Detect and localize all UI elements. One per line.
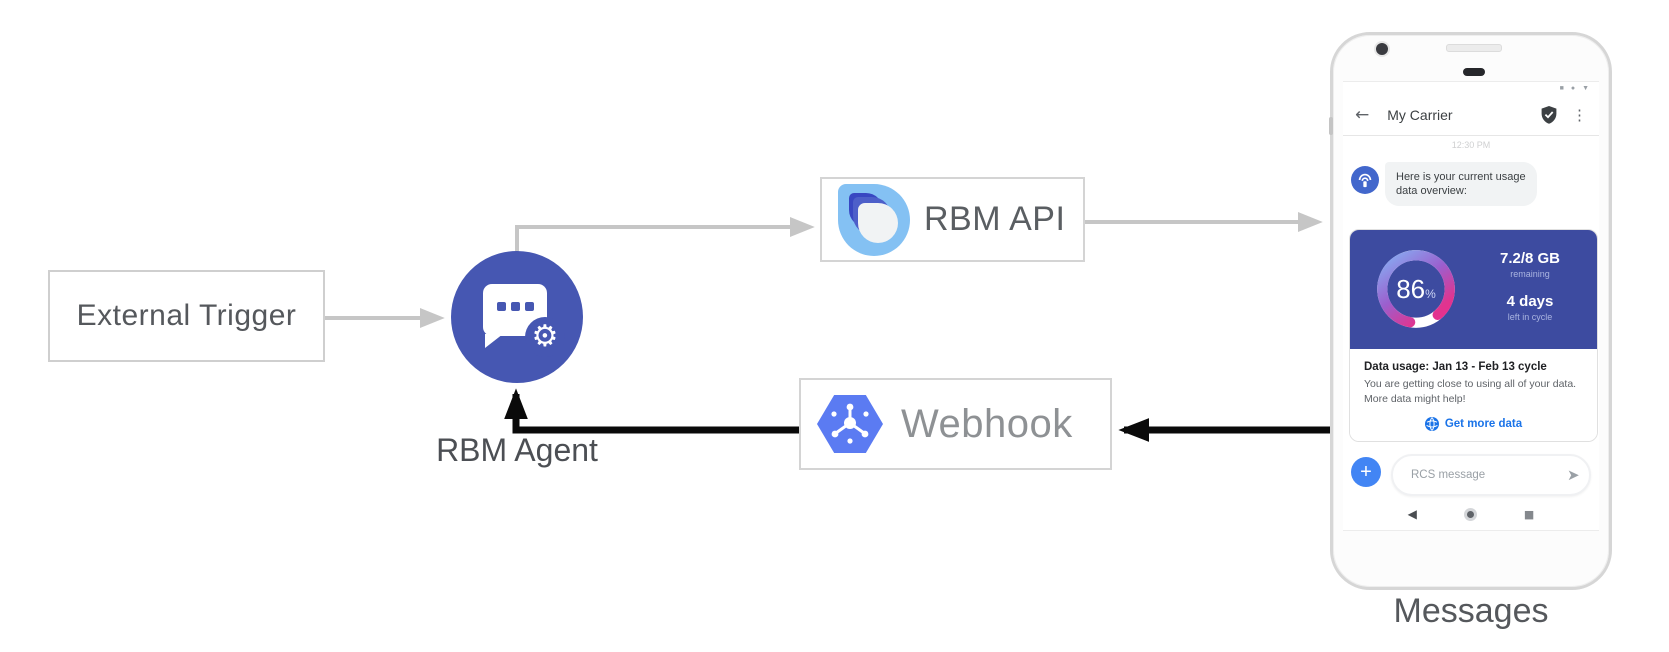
agent-message-bubble: Here is your current usage data overview…: [1385, 162, 1537, 206]
external-trigger-node: External Trigger: [48, 270, 325, 362]
phone-screen: ■ ● ▼ ← My Carrier ⋮ 12:30 PM: [1343, 81, 1599, 531]
rbm-agent-node: ⚙: [451, 251, 583, 383]
usage-gauge: [1377, 250, 1455, 328]
usage-card-body: Data usage: Jan 13 - Feb 13 cycle You ar…: [1350, 349, 1597, 441]
rbm-api-logo-icon: [838, 183, 910, 256]
message-input-pill: ➤: [1391, 454, 1591, 496]
usage-gauge-panel: 86 % 7.2/8 GB remaining 4 days left in c…: [1350, 230, 1597, 349]
rbm-api-label: RBM API: [924, 200, 1066, 238]
overflow-menu-icon[interactable]: ⋮: [1572, 106, 1587, 124]
gear-icon: ⚙: [525, 317, 565, 357]
arrow-webhook-to-agent: [504, 388, 799, 434]
conversation-header: ← My Carrier ⋮: [1343, 94, 1599, 136]
globe-icon: [1424, 417, 1439, 431]
verified-shield-icon: [1541, 105, 1557, 124]
side-key: [1329, 117, 1333, 135]
days-value: 4 days: [1506, 293, 1554, 310]
remaining-value: 7.2/8 GB: [1499, 250, 1561, 267]
composer-bar: + ➤: [1343, 454, 1599, 498]
days-label: left in cycle: [1507, 312, 1553, 322]
conversation-title: My Carrier: [1387, 106, 1453, 123]
speaker-slot: [1446, 44, 1502, 52]
timestamp: 12:30 PM: [1451, 140, 1491, 150]
send-icon[interactable]: ➤: [1567, 466, 1580, 484]
phone-mockup: ■ ● ▼ ← My Carrier ⋮ 12:30 PM: [1329, 32, 1612, 590]
rcs-message-input[interactable]: [1409, 468, 1567, 482]
rbm-api-node: RBM API: [820, 177, 1085, 262]
status-square-icon: ■: [1559, 85, 1564, 92]
get-more-data-label: Get more data: [1444, 418, 1523, 430]
nav-back-icon[interactable]: ◀: [1407, 507, 1417, 521]
android-nav-bar: ◀ ■: [1343, 502, 1599, 526]
arrow-agent-to-api: [515, 217, 815, 253]
nav-recents-icon[interactable]: ■: [1523, 507, 1535, 521]
usage-card-text-line1: You are getting close to using all of yo…: [1364, 378, 1577, 390]
front-camera-icon: [1376, 43, 1388, 55]
status-triangle-icon: ▼: [1582, 85, 1589, 92]
nav-home-icon[interactable]: [1466, 510, 1474, 518]
earpiece: [1463, 68, 1485, 76]
plus-button[interactable]: +: [1351, 457, 1381, 487]
webhook-label: Webhook: [901, 401, 1073, 446]
typing-dots-icon: [483, 302, 547, 311]
external-trigger-label: External Trigger: [76, 299, 297, 332]
rbm-agent-label: RBM Agent: [436, 432, 598, 468]
get-more-data-button[interactable]: Get more data: [1364, 417, 1583, 431]
usage-card-title: Data usage: Jan 13 - Feb 13 cycle: [1364, 361, 1547, 373]
status-dot-icon: ●: [1570, 85, 1576, 92]
antenna-icon: [1358, 173, 1372, 188]
messages-caption: Messages: [1393, 592, 1549, 630]
webhook-node: Webhook: [799, 378, 1112, 470]
carrier-avatar: [1351, 166, 1379, 194]
gauge-percent: 86 %: [1396, 273, 1436, 304]
pubsub-hexagon-icon: [817, 395, 883, 453]
usage-card-text-line2: More data might help!: [1364, 393, 1466, 405]
status-bar: ■ ● ▼: [1560, 85, 1589, 92]
back-arrow-icon[interactable]: ←: [1355, 104, 1370, 125]
remaining-label: remaining: [1510, 269, 1550, 279]
data-usage-card: 86 % 7.2/8 GB remaining 4 days left in c…: [1349, 229, 1598, 442]
usage-stats: 7.2/8 GB remaining 4 days left in cycle: [1468, 230, 1592, 349]
